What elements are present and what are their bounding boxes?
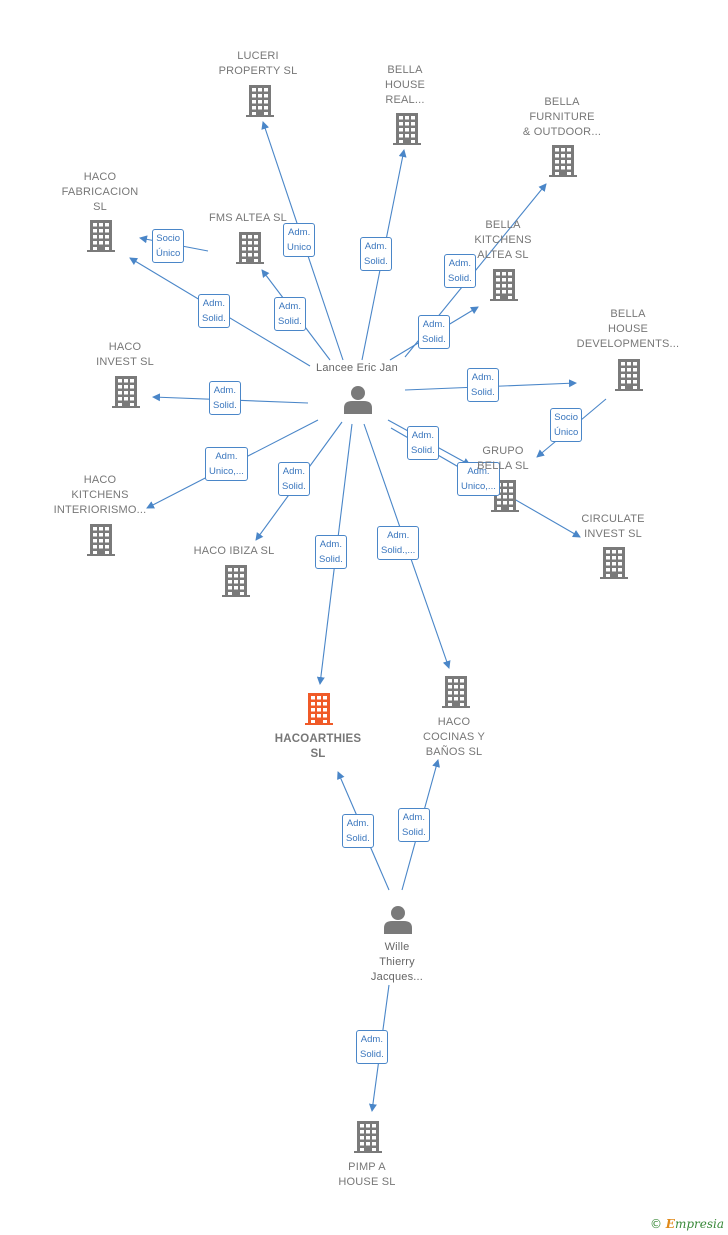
edge-label-wille-to-pimp[interactable]: Adm.Solid.	[356, 1030, 388, 1064]
edge-label-lancee-to-bella_real[interactable]: Adm.Solid.	[360, 237, 392, 271]
haco_cocinas-building-icon[interactable]	[442, 676, 470, 708]
edge-label-lancee-to-haco_ibiza[interactable]: Adm.Solid.	[278, 462, 310, 496]
haco_fab-building-icon[interactable]	[87, 220, 115, 252]
edge-label-wille-to-hacoarthies[interactable]: Adm.Solid.	[342, 814, 374, 848]
edge-label-lancee-to-grupo[interactable]: Adm.Solid.	[407, 426, 439, 460]
lancee-person-icon[interactable]	[344, 386, 372, 414]
edge-label-lancee-to-haco_fab[interactable]: Adm.Solid.	[198, 294, 230, 328]
nodes-layer	[87, 85, 643, 1153]
brand-name: mpresia	[674, 1217, 724, 1231]
copyright-symbol: ©	[649, 1217, 662, 1231]
bella_furniture-building-icon[interactable]	[549, 145, 577, 177]
edge-label-lancee-to-bella_furniture[interactable]: Adm.Solid.	[444, 254, 476, 288]
fms-building-icon[interactable]	[236, 232, 264, 264]
brand-initial: E	[665, 1217, 675, 1231]
bella_real-building-icon[interactable]	[393, 113, 421, 145]
edge-label-lancee-to-haco_cocinas[interactable]: Adm.Solid.,...	[377, 526, 420, 560]
hacoarthies-building-icon[interactable]	[305, 693, 333, 725]
node-label-fms[interactable]: FMS ALTEA SL	[208, 212, 287, 224]
edge-label-lancee-to-fms[interactable]: Adm.Solid.	[274, 297, 306, 331]
edge-label-lancee-to-hacoarthies[interactable]: Adm.Solid.	[315, 535, 347, 569]
haco_invest-building-icon[interactable]	[112, 376, 140, 408]
node-label-haco_ibiza[interactable]: HACO IBIZA SL	[193, 545, 275, 557]
haco_kitchens-building-icon[interactable]	[87, 524, 115, 556]
pimp-building-icon[interactable]	[354, 1121, 382, 1153]
edge-label-lancee-to-haco_kitchens[interactable]: Adm.Unico,...	[205, 447, 248, 481]
luceri-building-icon[interactable]	[246, 85, 274, 117]
wille-person-icon[interactable]	[384, 906, 412, 934]
edge-label-lancee-to-bella_dev[interactable]: Adm.Solid.	[467, 368, 499, 402]
edge-label-wille-to-haco_cocinas[interactable]: Adm.Solid.	[398, 808, 430, 842]
circulate-building-icon[interactable]	[600, 547, 628, 579]
edge-label-lancee-to-circulate[interactable]: Adm.Unico,...	[457, 462, 500, 496]
edge-label-lancee-to-luceri[interactable]: Adm.Unico	[283, 223, 316, 257]
bella_dev-building-icon[interactable]	[615, 359, 643, 391]
bella_kitchens-building-icon[interactable]	[490, 269, 518, 301]
haco_ibiza-building-icon[interactable]	[222, 565, 250, 597]
empresia-watermark[interactable]: © Empresia	[650, 1217, 724, 1231]
edge-label-lancee-to-bella_kitchens[interactable]: Adm.Solid.	[418, 315, 450, 349]
edge-label-lancee-to-haco_invest[interactable]: Adm.Solid.	[209, 381, 241, 415]
node-label-lancee[interactable]: Lancee Eric Jan	[316, 362, 398, 374]
